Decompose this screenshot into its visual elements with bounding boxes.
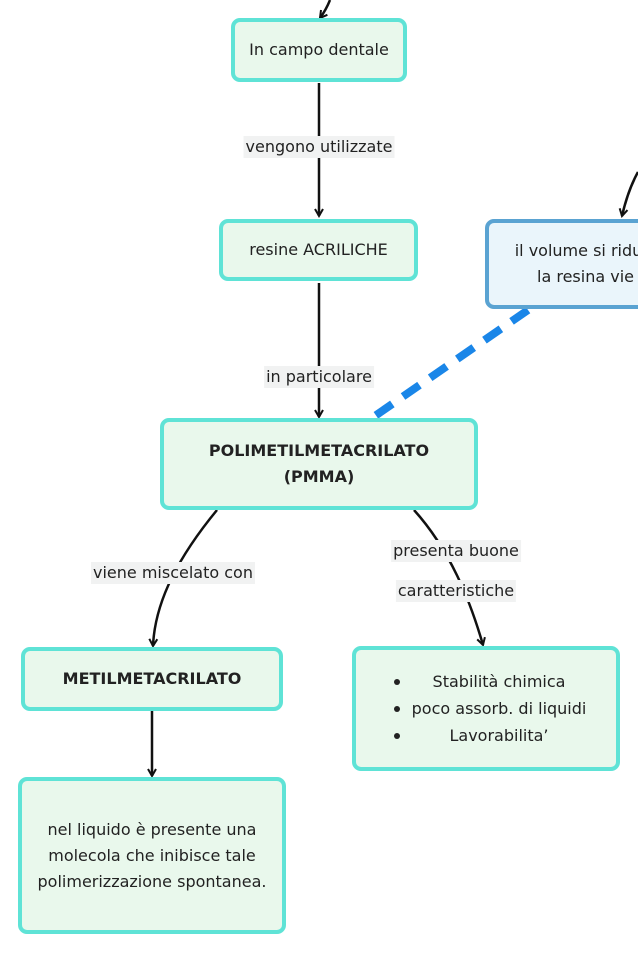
link-label-presenta-1: presenta buone [391,540,521,562]
node-liquido[interactable]: nel liquido è presente una molecola che … [18,777,286,934]
list-item: Stabilità chimica [386,668,587,695]
node-caratteristiche[interactable]: Stabilità chimica poco assorb. di liquid… [352,646,620,771]
node-metilmetacrilato-text: METILMETACRILATO [62,669,242,688]
node-pmma-text: POLIMETILMETACRILATO (PMMA) [208,441,430,486]
list-item: Lavorabilita’ [386,722,587,749]
list-item: poco assorb. di liquidi [386,695,586,722]
node-pmma[interactable]: POLIMETILMETACRILATO (PMMA) [160,418,478,510]
link-label-miscelato: viene miscelato con [91,562,255,584]
node-resine-text: resine ACRILICHE [249,240,388,259]
node-campo-dentale-text: In campo dentale [249,40,389,59]
node-liquido-text: nel liquido è presente una molecola che … [37,819,267,891]
link-label-particolare: in particolare [264,366,374,388]
node-metilmetacrilato[interactable]: METILMETACRILATO [21,647,283,711]
caratteristiche-list: Stabilità chimica poco assorb. di liquid… [386,668,587,749]
incoming-edge-right [622,171,638,216]
node-campo-dentale[interactable]: In campo dentale [231,18,407,82]
link-label-presenta-2: caratteristiche [395,580,517,602]
node-volume-line2: la resina vie [537,267,634,286]
dashed-link-volume-pmma [369,306,531,422]
incoming-edge-top [320,0,332,18]
node-volume[interactable]: il volume si ridu la resina vie [485,219,638,309]
node-resine-acriliche[interactable]: resine ACRILICHE [219,219,418,281]
node-volume-line1: il volume si ridu [514,241,638,260]
link-label-vengono: vengono utilizzate [243,136,395,158]
edge-pmma-caratteristiche [413,509,483,645]
